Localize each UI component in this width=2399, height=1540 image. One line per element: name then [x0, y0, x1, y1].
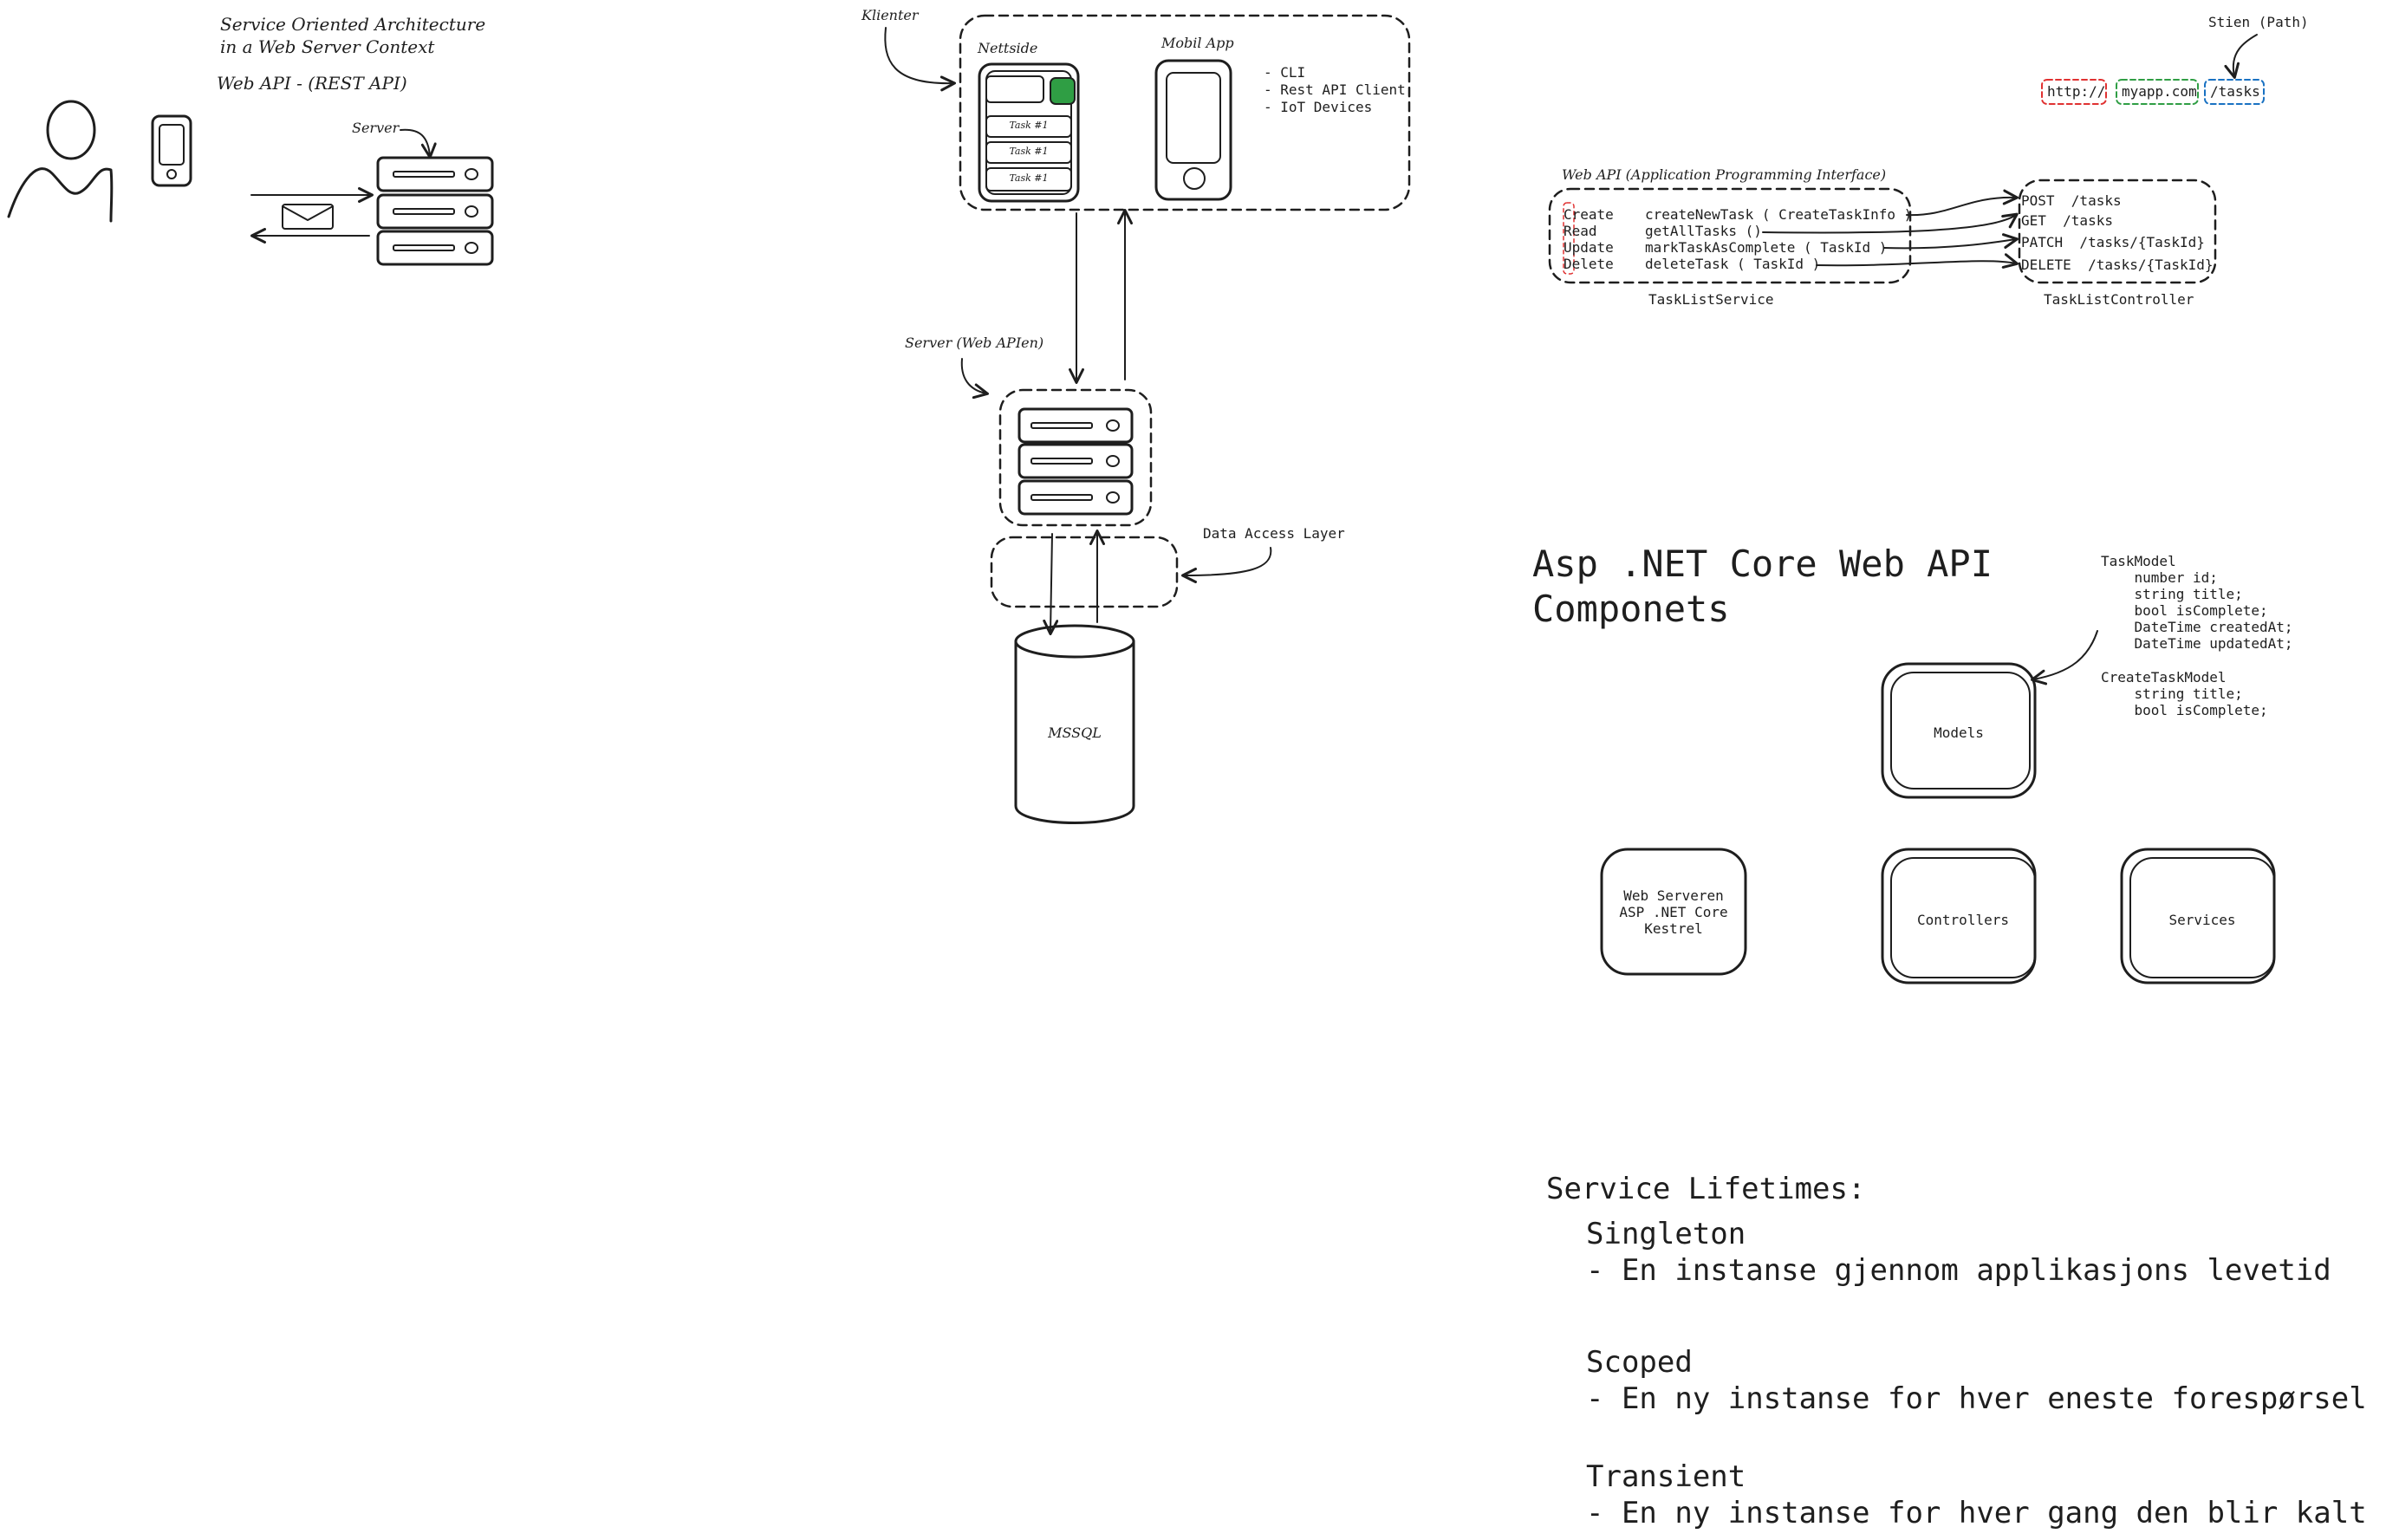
lifetimes-title: Service Lifetimes:: [1546, 1172, 1866, 1206]
server-stack-icon: [1017, 407, 1134, 516]
klienter-arrow: [884, 27, 956, 92]
path-label: Stien (Path): [2208, 14, 2309, 30]
service-method-create: createNewTask ( CreateTaskInfo ): [1645, 206, 1913, 223]
lifetime-singleton-name: Singleton: [1586, 1217, 1746, 1251]
url-part-box-domain: [2116, 79, 2199, 105]
endpoint-get: GET /tasks: [2021, 212, 2113, 229]
web-api-title: Web API (Application Programming Interfa…: [1562, 166, 1887, 183]
update-to-patch-arrow: [1883, 233, 2019, 250]
read-to-get-arrow: [1762, 212, 2019, 234]
data-access-layer-box: [990, 536, 1179, 608]
task-model-line: number id;: [2101, 569, 2218, 586]
person-icon: [7, 100, 114, 223]
client-type-rest: - Rest API Client: [1264, 81, 1406, 98]
web-server-line3: Kestrel: [1644, 920, 1703, 937]
server-to-db-arrow: [1043, 533, 1059, 635]
client-type-iot: - IoT Devices: [1264, 99, 1373, 115]
crud-update: Update: [1564, 239, 1614, 256]
phone-icon: [151, 114, 192, 187]
services-box: [2120, 848, 2276, 984]
models-box: [1881, 662, 2037, 799]
server-web-api-arrow: [960, 358, 989, 400]
lifetime-scoped-desc: - En ny instanse for hver eneste forespø…: [1586, 1381, 2367, 1416]
path-label-arrow: [2224, 34, 2258, 79]
nettside-label: Nettside: [978, 40, 1038, 56]
mobil-app-label: Mobil App: [1161, 35, 1234, 51]
lifetime-transient-name: Transient: [1586, 1459, 1746, 1494]
soa-title-line2: in a Web Server Context: [220, 36, 435, 57]
crud-delete: Delete: [1564, 256, 1614, 272]
url-part-domain: myapp.com: [2122, 83, 2197, 100]
mobile-app-icon: [1154, 59, 1232, 201]
web-server-box: [1600, 848, 1747, 976]
delete-to-delete-arrow: [1816, 253, 2019, 269]
endpoint-patch: PATCH /tasks/{TaskId}: [2021, 234, 2205, 250]
create-task-model-line: string title;: [2101, 686, 2243, 702]
server-web-api-label: Server (Web APIen): [905, 335, 1044, 351]
aspnet-title-line1: Asp .NET Core Web API: [1532, 543, 1993, 585]
endpoint-post: POST /tasks: [2021, 192, 2122, 209]
url-part-box-protocol: [2041, 79, 2107, 105]
url-part-box-path: [2204, 79, 2265, 105]
task-list-controller-label: TaskListController: [2044, 291, 2194, 308]
service-method-update: markTaskAsComplete ( TaskId ): [1645, 239, 1888, 256]
task-model-line: TaskModel: [2101, 553, 2176, 569]
create-task-model-line: CreateTaskModel: [2101, 669, 2227, 686]
endpoint-delete: DELETE /tasks/{TaskId}: [2021, 257, 2214, 273]
task-model-line: string title;: [2101, 586, 2243, 602]
soa-title-line1: Service Oriented Architecture: [220, 14, 486, 35]
task-model-line: DateTime updatedAt;: [2101, 635, 2293, 652]
task-item: Task #1: [1009, 172, 1049, 184]
task-model-line: bool isComplete;: [2101, 602, 2268, 619]
lifetime-singleton-desc: - En instanse gjennom applikasjons levet…: [1586, 1253, 2331, 1288]
url-part-path: /tasks: [2210, 83, 2260, 100]
server-web-api-container: [998, 388, 1153, 527]
client-type-cli: - CLI: [1264, 64, 1306, 81]
server-stack-icon: [376, 156, 494, 266]
task-item: Task #1: [1009, 120, 1049, 131]
web-server-line2: ASP .NET Core: [1619, 904, 1728, 920]
task-list-controller-box: [2018, 179, 2217, 284]
task-item: Task #1: [1009, 146, 1049, 157]
service-method-delete: deleteTask ( TaskId ): [1645, 256, 1821, 272]
task-list-service-box: [1548, 187, 1912, 284]
models-label: Models: [1934, 725, 1984, 741]
create-task-model-line: bool isComplete;: [2101, 702, 2268, 718]
controllers-label: Controllers: [1917, 912, 2009, 928]
soa-subtitle: Web API - (REST API): [217, 73, 407, 94]
crud-create: Create: [1564, 206, 1614, 223]
service-method-read: getAllTasks (): [1645, 223, 1762, 239]
server-label-arrow: [400, 128, 437, 159]
lifetime-transient-desc: - En ny instanse for hver gang den blir …: [1586, 1496, 2367, 1530]
database-icon: [1014, 624, 1135, 824]
create-to-post-arrow: [1906, 189, 2019, 217]
data-access-layer-arrow: [1181, 547, 1272, 583]
crud-highlight: [1563, 202, 1575, 275]
web-server-line1: Web Serveren: [1623, 887, 1724, 904]
aspnet-title-line2: Componets: [1532, 588, 1730, 630]
url-part-protocol: http://: [2047, 83, 2106, 100]
data-access-layer-label: Data Access Layer: [1203, 525, 1345, 542]
task-list-service-label: TaskListService: [1648, 291, 1774, 308]
lifetime-scoped-name: Scoped: [1586, 1345, 1693, 1380]
controllers-box: [1881, 848, 2037, 984]
task-model-arrow: [2031, 630, 2098, 686]
task-model-line: DateTime createdAt;: [2101, 619, 2293, 635]
klienter-label: Klienter: [861, 7, 919, 23]
server-label: Server: [352, 120, 400, 136]
database-label: MSSQL: [1048, 725, 1102, 741]
clients-container: [959, 14, 1411, 211]
website-icon: [978, 62, 1080, 203]
envelope-icon: [282, 204, 334, 230]
services-label: Services: [2168, 912, 2236, 928]
crud-read: Read: [1564, 223, 1597, 239]
